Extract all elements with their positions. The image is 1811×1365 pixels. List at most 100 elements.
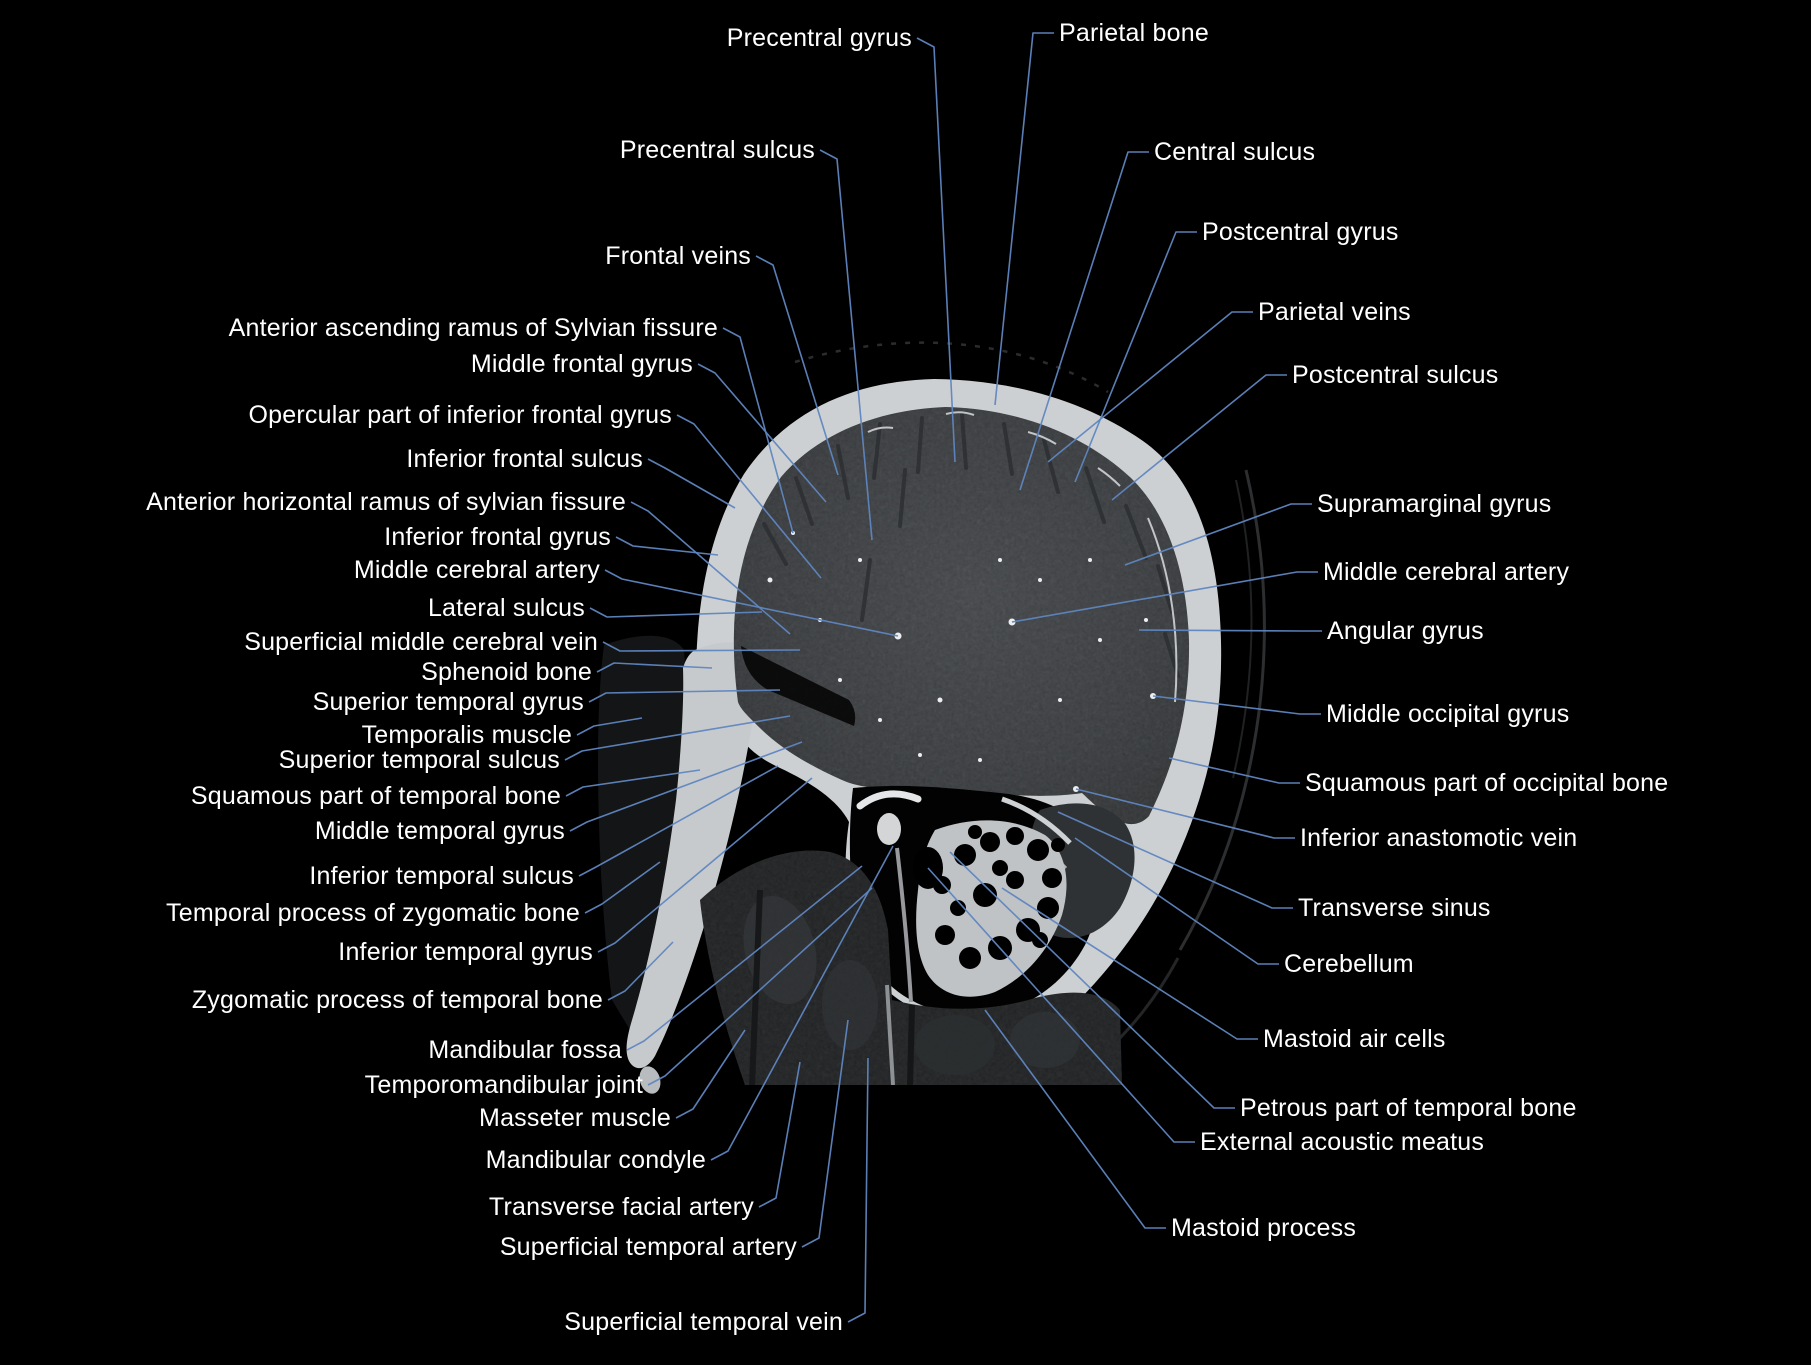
label-petrous-part-of-temporal-bone-43: Petrous part of temporal bone bbox=[1240, 1094, 1577, 1122]
label-squamous-part-of-temporal-bone-16: Squamous part of temporal bone bbox=[190, 782, 561, 810]
leader-line-mastoid-air-cells-42 bbox=[1001, 887, 1258, 1040]
leader-line-lateral-sulcus-10 bbox=[589, 607, 763, 618]
label-supramarginal-gyrus-34: Supramarginal gyrus bbox=[1317, 490, 1552, 518]
leader-line-frontal-veins-2 bbox=[755, 255, 839, 476]
label-inferior-anastomotic-vein-39: Inferior anastomotic vein bbox=[1300, 824, 1578, 852]
label-inferior-temporal-gyrus-20: Inferior temporal gyrus bbox=[338, 938, 593, 966]
leader-line-squamous-part-of-occipital-bone-38 bbox=[1168, 757, 1300, 784]
leader-line-temporomandibular-joint-23 bbox=[647, 887, 873, 1086]
label-mandibular-condyle-25: Mandibular condyle bbox=[485, 1146, 706, 1174]
label-zygomatic-process-of-temporal-bone-21: Zygomatic process of temporal bone bbox=[191, 986, 603, 1014]
tmj-bones bbox=[856, 790, 922, 1017]
leader-line-central-sulcus-30 bbox=[1019, 151, 1149, 491]
zygoma-fragment bbox=[639, 1066, 661, 1094]
leader-line-middle-cerebral-artery-9 bbox=[604, 569, 899, 637]
leader-line-middle-temporal-gyrus-17 bbox=[569, 741, 803, 832]
label-transverse-sinus-40: Transverse sinus bbox=[1298, 894, 1491, 922]
label-angular-gyrus-36: Angular gyrus bbox=[1327, 617, 1484, 645]
leader-line-inferior-frontal-sulcus-6 bbox=[647, 458, 736, 509]
label-precentral-gyrus-0: Precentral gyrus bbox=[726, 24, 912, 52]
leader-line-anterior-horizontal-ramus-of-sylvian-fissure-7 bbox=[630, 501, 791, 635]
label-central-sulcus-30: Central sulcus bbox=[1154, 138, 1316, 166]
leader-line-supramarginal-gyrus-34 bbox=[1124, 503, 1312, 566]
label-middle-occipital-gyrus-37: Middle occipital gyrus bbox=[1326, 700, 1570, 728]
leader-line-angular-gyrus-36 bbox=[1138, 629, 1322, 632]
label-middle-cerebral-artery-35: Middle cerebral artery bbox=[1323, 558, 1570, 586]
leader-line-sphenoid-bone-12 bbox=[596, 662, 713, 673]
label-squamous-part-of-occipital-bone-38: Squamous part of occipital bone bbox=[1305, 769, 1669, 797]
leader-line-mandibular-condyle-25 bbox=[710, 845, 894, 1161]
leader-line-superior-temporal-gyrus-13 bbox=[588, 689, 781, 703]
leader-line-zygomatic-process-of-temporal-bone-21 bbox=[607, 941, 674, 1001]
label-middle-cerebral-artery-9: Middle cerebral artery bbox=[353, 556, 600, 584]
label-middle-frontal-gyrus-4: Middle frontal gyrus bbox=[470, 350, 693, 378]
label-precentral-sulcus-1: Precentral sulcus bbox=[619, 136, 815, 164]
leader-line-precentral-sulcus-1 bbox=[819, 149, 873, 541]
leader-line-middle-cerebral-artery-35 bbox=[1011, 571, 1318, 623]
label-mastoid-process-45: Mastoid process bbox=[1171, 1214, 1357, 1242]
leader-line-middle-occipital-gyrus-37 bbox=[1152, 695, 1321, 715]
label-lateral-sulcus-10: Lateral sulcus bbox=[427, 594, 585, 622]
leader-line-precentral-gyrus-0 bbox=[916, 37, 956, 463]
leader-lines bbox=[564, 32, 1322, 1323]
leader-line-superficial-middle-cerebral-vein-11 bbox=[602, 641, 801, 652]
leader-line-postcentral-sulcus-33 bbox=[1111, 374, 1287, 501]
mastoid-bone bbox=[916, 820, 1067, 997]
sylvian-fissure bbox=[741, 646, 856, 726]
leader-line-anterior-ascending-ramus-of-sylvian-fissure-3 bbox=[722, 327, 794, 534]
leader-line-postcentral-gyrus-31 bbox=[1074, 231, 1197, 483]
label-external-acoustic-meatus-44: External acoustic meatus bbox=[1200, 1128, 1485, 1156]
leader-line-opercular-part-of-inferior-frontal-gyrus-5 bbox=[676, 414, 822, 579]
leader-line-superficial-temporal-artery-27 bbox=[801, 1019, 849, 1248]
label-cerebellum-41: Cerebellum bbox=[1284, 950, 1414, 978]
label-postcentral-gyrus-31: Postcentral gyrus bbox=[1202, 218, 1399, 246]
zygomatic-wedge-bone bbox=[626, 642, 758, 1069]
leader-line-temporalis-muscle-14 bbox=[576, 717, 643, 736]
label-mastoid-air-cells-42: Mastoid air cells bbox=[1263, 1025, 1446, 1053]
label-superficial-middle-cerebral-vein-11: Superficial middle cerebral vein bbox=[244, 628, 598, 656]
leader-line-mastoid-process-45 bbox=[984, 1009, 1166, 1229]
label-transverse-facial-artery-26: Transverse facial artery bbox=[488, 1193, 754, 1221]
label-parietal-veins-32: Parietal veins bbox=[1258, 298, 1411, 326]
label-inferior-frontal-sulcus-6: Inferior frontal sulcus bbox=[406, 445, 643, 473]
leader-line-masseter-muscle-24 bbox=[675, 1029, 746, 1119]
label-postcentral-sulcus-33: Postcentral sulcus bbox=[1292, 361, 1499, 389]
leader-line-temporal-process-of-zygomatic-bone-19 bbox=[584, 861, 661, 914]
label-inferior-frontal-gyrus-8: Inferior frontal gyrus bbox=[384, 523, 611, 551]
leader-line-inferior-frontal-gyrus-8 bbox=[615, 536, 719, 556]
label-inferior-temporal-sulcus-18: Inferior temporal sulcus bbox=[309, 862, 574, 890]
brain-texture bbox=[733, 407, 1190, 820]
leader-line-transverse-facial-artery-26 bbox=[758, 1061, 801, 1208]
label-masseter-muscle-24: Masseter muscle bbox=[479, 1104, 671, 1132]
leader-line-transverse-sinus-40 bbox=[1057, 811, 1293, 909]
leader-line-middle-frontal-gyrus-4 bbox=[697, 363, 827, 503]
label-middle-temporal-gyrus-17: Middle temporal gyrus bbox=[314, 817, 565, 845]
label-temporal-process-of-zygomatic-bone-19: Temporal process of zygomatic bone bbox=[166, 899, 580, 927]
leader-line-mandibular-fossa-22 bbox=[626, 865, 863, 1051]
temporalis-soft-tissue bbox=[598, 635, 686, 1030]
label-anterior-ascending-ramus-of-sylvian-fissure-3: Anterior ascending ramus of Sylvian fiss… bbox=[228, 314, 718, 342]
label-temporalis-muscle-14: Temporalis muscle bbox=[361, 721, 572, 749]
label-sphenoid-bone-12: Sphenoid bone bbox=[421, 658, 592, 686]
label-mandibular-fossa-22: Mandibular fossa bbox=[428, 1036, 622, 1064]
label-superficial-temporal-vein-28: Superficial temporal vein bbox=[564, 1308, 843, 1336]
label-superior-temporal-gyrus-13: Superior temporal gyrus bbox=[312, 688, 584, 716]
label-parietal-bone-29: Parietal bone bbox=[1059, 19, 1209, 47]
label-opercular-part-of-inferior-frontal-gyrus-5: Opercular part of inferior frontal gyrus bbox=[248, 401, 672, 429]
leader-line-external-acoustic-meatus-44 bbox=[927, 867, 1195, 1143]
leader-line-squamous-part-of-temporal-bone-16 bbox=[565, 769, 701, 797]
label-frontal-veins-2: Frontal veins bbox=[605, 242, 751, 270]
label-superficial-temporal-artery-27: Superficial temporal artery bbox=[499, 1233, 797, 1261]
leader-line-inferior-anastomotic-vein-39 bbox=[1075, 788, 1295, 839]
leader-line-inferior-temporal-sulcus-18 bbox=[578, 765, 779, 877]
label-anterior-horizontal-ramus-of-sylvian-fissure-7: Anterior horizontal ramus of sylvian fis… bbox=[146, 488, 626, 516]
leader-line-cerebellum-41 bbox=[1074, 837, 1279, 965]
leader-line-superficial-temporal-vein-28 bbox=[847, 1057, 869, 1323]
leader-line-petrous-part-of-temporal-bone-43 bbox=[949, 851, 1235, 1109]
leader-line-parietal-bone-29 bbox=[994, 32, 1054, 406]
leader-line-parietal-veins-32 bbox=[1047, 311, 1253, 463]
label-superior-temporal-sulcus-15: Superior temporal sulcus bbox=[278, 746, 560, 774]
label-temporomandibular-joint-23: Temporomandibular joint bbox=[364, 1071, 643, 1099]
